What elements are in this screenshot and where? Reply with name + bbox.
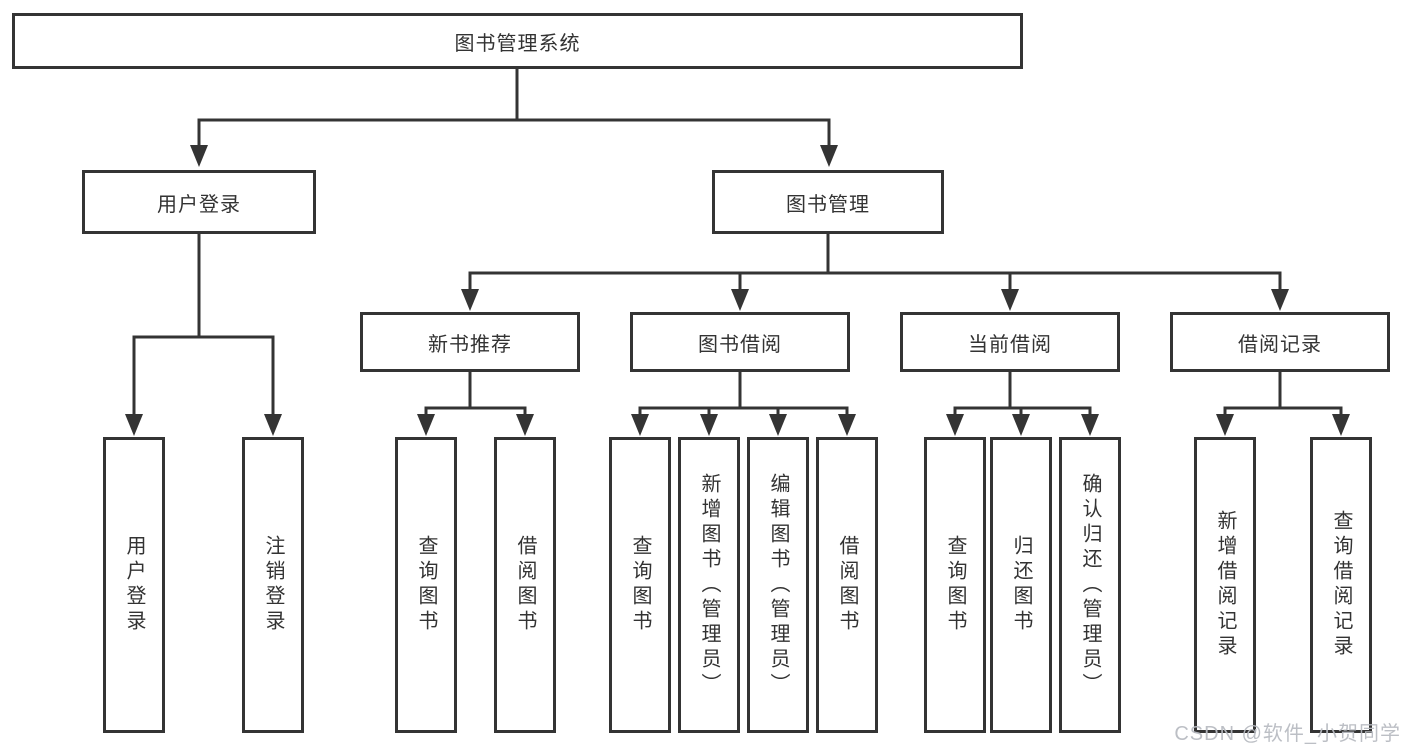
node-user-login: 用户登录 — [82, 170, 316, 234]
leaf-add-borrow-record: 新增借阅记录 — [1194, 437, 1256, 733]
node-new-book-recommendation: 新书推荐 — [360, 312, 580, 372]
leaf-query-books-current: 查询图书 — [924, 437, 986, 733]
leaf-logout: 注销登录 — [242, 437, 304, 733]
leaf-add-books-admin: 新增图书（管理员） — [678, 437, 740, 733]
node-library-management-system: 图书管理系统 — [12, 13, 1023, 69]
node-current-borrowing: 当前借阅 — [900, 312, 1120, 372]
csdn-watermark: CSDN @软件_小贺同学 — [1174, 723, 1401, 745]
leaf-query-books-recommend: 查询图书 — [395, 437, 457, 733]
node-borrowing-records: 借阅记录 — [1170, 312, 1390, 372]
leaf-confirm-return-admin: 确认归还（管理员） — [1059, 437, 1121, 733]
node-book-management: 图书管理 — [712, 170, 944, 234]
leaf-query-books-borrow: 查询图书 — [609, 437, 671, 733]
leaf-edit-books-admin: 编辑图书（管理员） — [747, 437, 809, 733]
leaf-user-login: 用户登录 — [103, 437, 165, 733]
node-book-borrowing: 图书借阅 — [630, 312, 850, 372]
leaf-borrow-books-recommend: 借阅图书 — [494, 437, 556, 733]
leaf-borrow-books: 借阅图书 — [816, 437, 878, 733]
leaf-return-books: 归还图书 — [990, 437, 1052, 733]
leaf-query-borrow-record: 查询借阅记录 — [1310, 437, 1372, 733]
